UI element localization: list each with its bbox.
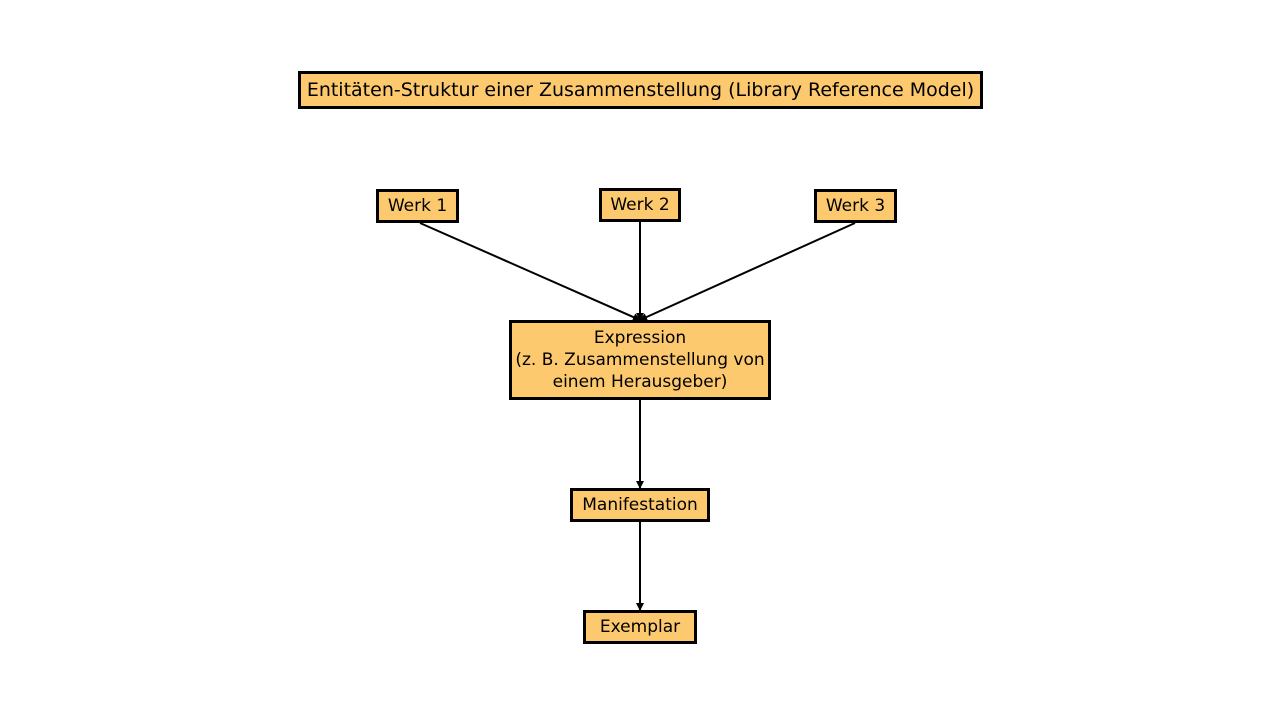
diagram-title-text: Entitäten-Struktur einer Zusammenstellun… <box>306 79 975 101</box>
manifestation-box: Manifestation <box>570 488 710 522</box>
expression-box: Expression (z. B. Zusammenstellung von e… <box>509 320 771 400</box>
werk-3-box: Werk 3 <box>814 189 897 223</box>
werk-1-box: Werk 1 <box>376 189 459 223</box>
expression-note-line-1: (z. B. Zusammenstellung von <box>515 350 765 370</box>
exemplar-label: Exemplar <box>599 617 681 637</box>
werk-2-box: Werk 2 <box>599 188 681 222</box>
arrow-werk3-to-expression <box>639 222 856 321</box>
manifestation-label: Manifestation <box>582 495 698 515</box>
werk-2-label: Werk 2 <box>610 195 670 215</box>
exemplar-box: Exemplar <box>583 610 697 644</box>
expression-note-line-2: einem Herausgeber) <box>552 372 728 392</box>
arrow-werk1-to-expression <box>419 222 641 321</box>
werk-3-label: Werk 3 <box>825 196 886 216</box>
expression-label: Expression <box>593 328 687 348</box>
werk-1-label: Werk 1 <box>387 196 448 216</box>
diagram-title: Entitäten-Struktur einer Zusammenstellun… <box>298 71 983 109</box>
